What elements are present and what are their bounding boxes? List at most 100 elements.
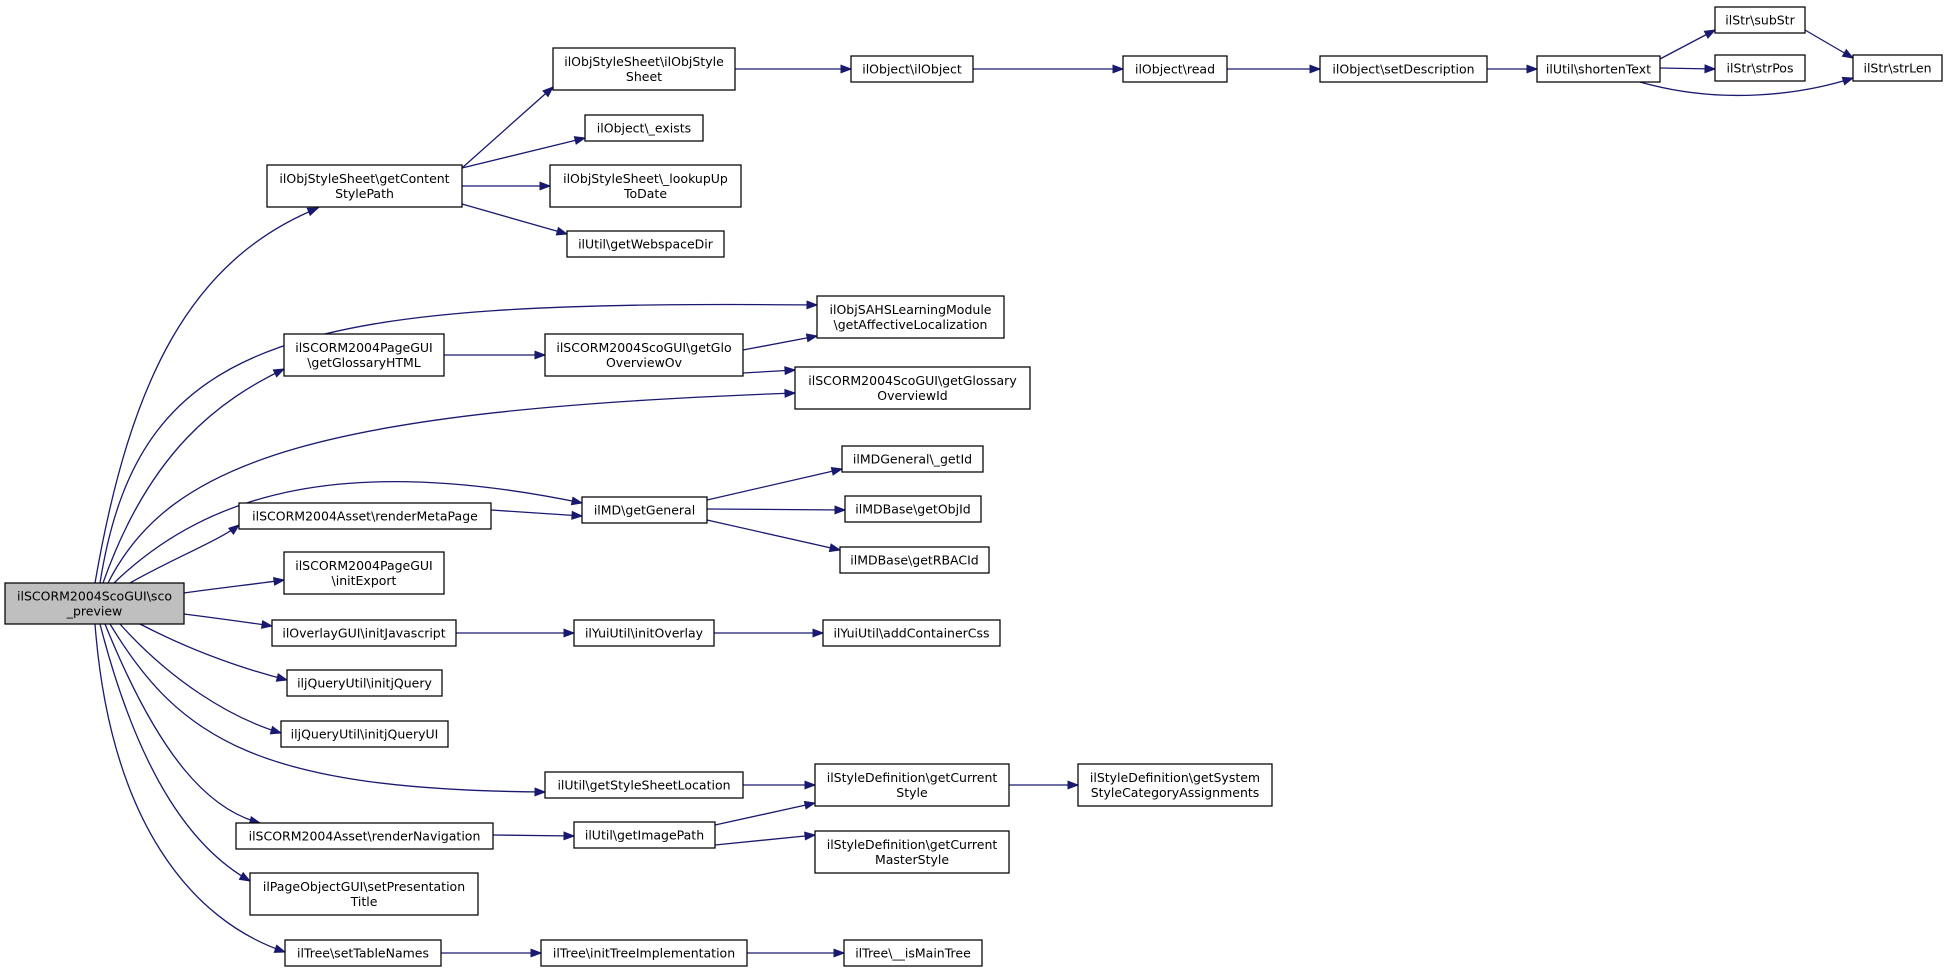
edge-arrowhead	[534, 350, 547, 360]
node-getWebspaceDir[interactable]: ilUtil\getWebspaceDir	[566, 230, 725, 258]
node-subStr[interactable]: ilStr\subStr	[1714, 6, 1806, 34]
edge-arrowhead	[833, 948, 846, 958]
node-setDescription[interactable]: ilObject\setDescription	[1319, 55, 1488, 83]
edge-arrowhead	[1067, 780, 1080, 790]
node-label-line: \initExport	[332, 573, 397, 588]
edge-getStyleSheetLocation-to-getCurrentStyle	[743, 780, 817, 790]
node-box	[814, 830, 1010, 874]
node-box	[540, 939, 748, 967]
node-label-line: ilYuiUtil\initOverlay	[585, 626, 704, 641]
node-getImagePath[interactable]: ilUtil\getImagePath	[573, 821, 716, 849]
node-label-line: ilUtil\getStyleSheetLocation	[557, 778, 730, 793]
node-initTreeImplementation[interactable]: ilTree\initTreeImplementation	[540, 939, 748, 967]
edge-root-to-initJavascript	[183, 613, 274, 629]
edge-arrowhead	[806, 300, 819, 310]
node-setTableNames[interactable]: ilTree\setTableNames	[284, 939, 442, 967]
edge-arrowhead	[1526, 64, 1539, 74]
node-label-line: ilTree\setTableNames	[297, 946, 429, 961]
edge-line	[129, 524, 240, 584]
node-label-line: StyleCategoryAssignments	[1091, 785, 1260, 800]
node-addContainerCss[interactable]: ilYuiUtil\addContainerCss	[822, 619, 1001, 647]
node-getStyleSheetLocation[interactable]: ilUtil\getStyleSheetLocation	[544, 771, 744, 799]
edge-getGloOverviewOv-to-getAffectiveLocalization	[742, 333, 819, 351]
node-renderNavigation[interactable]: ilSCORM2004Asset\renderNavigation	[235, 822, 494, 850]
edge-shortenText-to-strPos	[1659, 64, 1717, 74]
edge-arrowhead	[272, 368, 286, 378]
node-label-line: ilStyleDefinition\getSystem	[1090, 770, 1260, 785]
edge-root-to-initjQueryUI	[119, 623, 283, 735]
node-getGeneral[interactable]: ilMD\getGeneral	[581, 496, 708, 524]
node-box	[1319, 55, 1488, 83]
node-box	[844, 495, 982, 523]
node-label-line: Style	[896, 785, 928, 800]
node-shortenText[interactable]: ilUtil\shortenText	[1536, 55, 1661, 83]
node-label-line: ilObject\read	[1135, 62, 1215, 77]
node-label-line: ilMDBase\getRBACId	[850, 553, 978, 568]
node-label-line: ilSCORM2004Asset\renderMetaPage	[252, 509, 478, 524]
node-initJavascript[interactable]: ilOverlayGUI\initJavascript	[271, 619, 457, 647]
node-box	[841, 445, 984, 473]
node-box	[283, 333, 445, 377]
node-initjQueryUI[interactable]: iljQueryUtil\initjQueryUI	[280, 720, 449, 748]
edge-root-to-renderNavigation	[104, 623, 262, 825]
node-box	[271, 619, 457, 647]
node-mdGetId[interactable]: ilMDGeneral\_getId	[841, 445, 984, 473]
node-label-line: ilStr\strPos	[1727, 61, 1794, 76]
node-box	[843, 939, 983, 967]
node-box	[1852, 54, 1943, 82]
edge-arrowhead	[1841, 48, 1855, 59]
edge-subStr-to-strLen	[1804, 29, 1855, 59]
node-isMainTree[interactable]: ilTree\__isMainTree	[843, 939, 983, 967]
edge-getImagePath-to-getCurrentMasterStyle	[714, 831, 817, 846]
edge-initTreeImplementation-to-isMainTree	[747, 948, 846, 958]
edge-arrowhead	[571, 510, 584, 520]
node-box	[549, 164, 742, 208]
edge-line	[714, 834, 816, 846]
node-box	[4, 582, 185, 625]
node-getObjId[interactable]: ilMDBase\getObjId	[844, 495, 982, 523]
node-ilObject[interactable]: ilObject\ilObject	[850, 55, 974, 83]
node-label-line: ilMDGeneral\_getId	[853, 452, 972, 467]
node-exists[interactable]: ilObject\_exists	[584, 114, 704, 142]
node-label-line: ilSCORM2004ScoGUI\getGlo	[556, 340, 731, 355]
node-ilObjStyleSheet[interactable]: ilObjStyleSheet\ilObjStyleSheet	[552, 47, 736, 91]
node-initExport[interactable]: ilSCORM2004PageGUI\initExport	[283, 551, 445, 595]
node-label-line: ilTree\__isMainTree	[855, 946, 971, 961]
node-label-line: ToDate	[623, 186, 667, 201]
edge-arrowhead	[804, 831, 817, 841]
node-label-line: _preview	[66, 604, 123, 619]
edge-setTableNames-to-initTreeImplementation	[441, 948, 543, 958]
edge-arrowhead	[269, 725, 283, 735]
node-getSystemStyleCategoryAssignments[interactable]: ilStyleDefinition\getSystemStyleCategory…	[1077, 763, 1273, 807]
node-strPos[interactable]: ilStr\strPos	[1714, 54, 1806, 82]
edge-root-to-setTableNames	[94, 623, 287, 953]
edge-arrowhead	[1704, 64, 1717, 74]
node-initOverlay[interactable]: ilYuiUtil\initOverlay	[573, 619, 715, 647]
edge-line	[183, 579, 285, 594]
node-label-line: Sheet	[626, 69, 662, 84]
edge-getImagePath-to-getCurrentStyle	[714, 800, 817, 826]
node-read[interactable]: ilObject\read	[1122, 55, 1228, 83]
node-root[interactable]: ilSCORM2004ScoGUI\sco_preview	[4, 582, 185, 625]
node-renderMetaPage[interactable]: ilSCORM2004Asset\renderMetaPage	[238, 502, 492, 530]
edge-getContentStylePath-to-lookupUpToDate	[462, 181, 552, 191]
edge-arrowhead	[238, 871, 252, 882]
node-getGlossaryHTML[interactable]: ilSCORM2004PageGUI\getGlossaryHTML	[283, 333, 445, 377]
edge-arrowhead	[1841, 76, 1855, 86]
node-label-line: ilTree\initTreeImplementation	[553, 946, 735, 961]
node-initjQuery[interactable]: iljQueryUtil\initjQuery	[286, 669, 443, 697]
node-box	[850, 55, 974, 83]
node-label-line: OverviewId	[877, 388, 947, 403]
node-strLen[interactable]: ilStr\strLen	[1852, 54, 1943, 82]
edge-getContentStylePath-to-exists	[461, 136, 587, 169]
node-getAffectiveLocalization[interactable]: ilObjSAHSLearningModule\getAffectiveLoca…	[816, 295, 1005, 339]
node-label-line: ilOverlayGUI\initJavascript	[282, 626, 445, 641]
node-getRBACId[interactable]: ilMDBase\getRBACId	[839, 546, 990, 574]
